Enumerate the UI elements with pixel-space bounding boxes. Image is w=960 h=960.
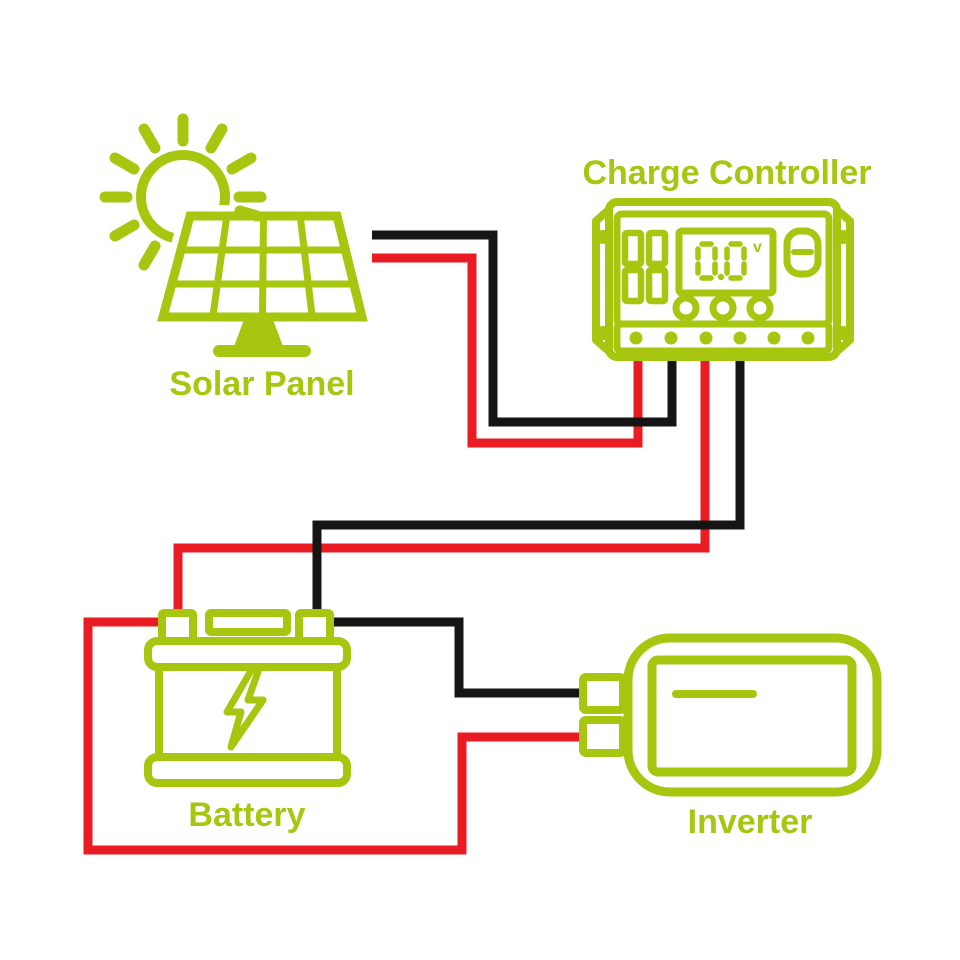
controller-vents — [621, 229, 669, 305]
inverter-terminal-top — [579, 673, 627, 714]
pv-positive-wire — [372, 253, 643, 448]
controller-buttons — [672, 294, 774, 322]
inverter-terminal-bottom — [579, 716, 627, 757]
lcd-decimal-point — [717, 273, 725, 281]
charge-controller-icon: v — [592, 198, 854, 361]
battery-icon — [144, 609, 351, 787]
sun-rays — [99, 113, 267, 271]
battery-top-band — [144, 637, 351, 671]
lightning-bolt-icon — [223, 665, 267, 751]
controller-screws — [596, 230, 850, 340]
inverter-face — [647, 655, 857, 777]
panel-base — [213, 345, 311, 357]
charge-controller-label: Charge Controller — [582, 154, 871, 192]
battery-bottom-band — [144, 753, 351, 787]
inverter-negative-wire — [334, 617, 581, 698]
terminal-dots — [629, 331, 815, 345]
panel-grid — [171, 215, 354, 318]
battery-negative-wire — [312, 352, 745, 610]
solar-panel-label: Solar Panel — [169, 365, 354, 403]
panel-stand — [233, 317, 284, 349]
inverter-label: Inverter — [688, 803, 813, 841]
lcd-digits — [695, 241, 747, 281]
battery-positive-wire — [173, 352, 710, 610]
inverter-positive-wire — [83, 617, 581, 855]
inverter-icon — [579, 633, 882, 797]
wires — [83, 230, 745, 855]
terminal-strip — [613, 320, 833, 355]
lcd-unit: v — [753, 239, 762, 256]
battery-label: Battery — [188, 796, 305, 834]
solar-panel-icon — [99, 113, 377, 357]
pv-negative-wire — [372, 230, 677, 427]
battery-handle — [205, 609, 291, 636]
